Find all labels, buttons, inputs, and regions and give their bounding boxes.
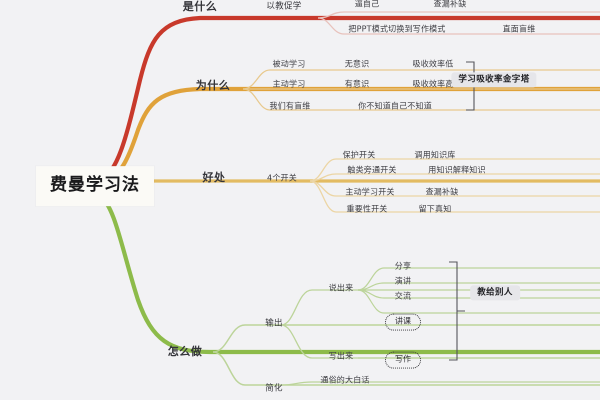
node-fill-gaps-1[interactable]: 查漏补缺 bbox=[433, 0, 467, 9]
node-passive-learning[interactable]: 被动学习 bbox=[272, 59, 306, 69]
node-output[interactable]: 输出 bbox=[265, 318, 283, 329]
node-active-learning-switch[interactable]: 主动学习开关 bbox=[345, 187, 395, 197]
node-simplify[interactable]: 简化 bbox=[265, 383, 283, 394]
bracket-label-absorption-pyramid: 学习吸收率金字塔 bbox=[451, 72, 537, 88]
node-ppt-to-writing[interactable]: 把PPT模式切换到写作模式 bbox=[348, 24, 446, 34]
branch-label-benefit[interactable]: 好处 bbox=[202, 170, 226, 184]
node-communicate[interactable]: 交流 bbox=[394, 291, 412, 301]
node-teach-to-learn[interactable]: 以教促学 bbox=[266, 1, 302, 12]
node-unknown-unknowns[interactable]: 你不知道自己不知道 bbox=[358, 101, 432, 111]
branch-label-how[interactable]: 怎么做 bbox=[167, 344, 203, 358]
node-analogy-switch[interactable]: 触类旁通开关 bbox=[347, 165, 397, 175]
node-speak-it-out[interactable]: 说出来 bbox=[328, 283, 354, 293]
root-node[interactable]: 费曼学习法 bbox=[36, 166, 154, 206]
node-active-learning[interactable]: 主动学习 bbox=[272, 79, 306, 89]
node-fill-gaps-2[interactable]: 查漏补缺 bbox=[425, 187, 459, 197]
node-importance-switch[interactable]: 重要性开关 bbox=[346, 204, 388, 214]
node-plain-language[interactable]: 通俗的大白话 bbox=[320, 375, 370, 385]
node-write-it-out[interactable]: 写出来 bbox=[328, 351, 354, 361]
node-teaching-class[interactable]: 讲课 bbox=[385, 313, 421, 331]
node-explain-knowledge-with-knowledge[interactable]: 用知识解释知识 bbox=[428, 165, 486, 175]
node-invoke-knowledge-base[interactable]: 调用知识库 bbox=[414, 150, 456, 160]
node-four-switches[interactable]: 4个开关 bbox=[267, 173, 297, 183]
node-high-absorption[interactable]: 吸收效率高 bbox=[412, 79, 454, 89]
node-we-have-blind-dimension[interactable]: 我们有盲维 bbox=[269, 101, 311, 111]
node-conscious[interactable]: 有意识 bbox=[344, 79, 370, 89]
node-push-yourself[interactable]: 逼自己 bbox=[354, 0, 380, 9]
branch-label-what[interactable]: 是什么 bbox=[182, 0, 218, 13]
node-face-blind-dimension[interactable]: 直面盲维 bbox=[502, 24, 536, 34]
node-unconscious[interactable]: 无意识 bbox=[344, 59, 370, 69]
bracket-label-teach-others: 教给别人 bbox=[470, 285, 520, 301]
node-protect-switch[interactable]: 保护开关 bbox=[342, 150, 376, 160]
node-retain-true-knowledge[interactable]: 留下真知 bbox=[418, 204, 452, 214]
branch-label-why[interactable]: 为什么 bbox=[195, 78, 231, 92]
node-lecture-speech[interactable]: 演讲 bbox=[394, 276, 412, 286]
node-low-absorption[interactable]: 吸收效率低 bbox=[412, 59, 454, 69]
node-writing[interactable]: 写作 bbox=[385, 351, 421, 369]
node-share[interactable]: 分享 bbox=[394, 261, 412, 271]
